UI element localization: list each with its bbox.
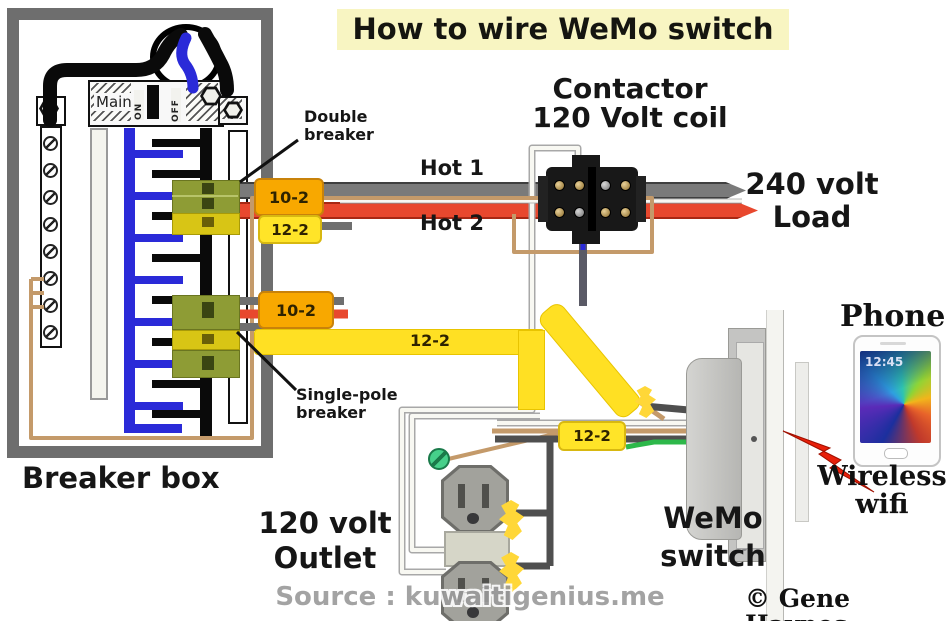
source-watermark: Source : kuwaitigenius.me <box>275 582 665 612</box>
contactor-label: Contactor 120 Volt coil <box>532 72 728 135</box>
bus-screw-icon <box>43 163 58 178</box>
contactor-ear <box>538 176 548 222</box>
blue-bus-finger <box>135 150 183 158</box>
black-bus-finger <box>152 410 202 418</box>
blue-bus-finger <box>135 360 183 368</box>
main-breaker-label: Main <box>94 93 134 111</box>
bus-screw-icon <box>43 325 58 340</box>
breaker-slot <box>202 183 214 194</box>
breaker-box-caption: Breaker box <box>22 461 220 495</box>
bolt-icon <box>200 86 222 106</box>
single-pole-breaker-label: Single-pole breaker <box>296 385 398 422</box>
panel-white-column-left <box>90 128 108 400</box>
hot2-label: Hot 2 <box>420 211 484 235</box>
tag-label: 12-2 <box>573 427 611 445</box>
tag-label: 10-2 <box>275 300 317 320</box>
breaker-slot <box>202 356 214 370</box>
contactor-ear <box>636 176 646 222</box>
contactor-screw-icon <box>574 207 585 218</box>
bus-screw-icon <box>43 136 58 151</box>
page-title: How to wire WeMo switch <box>337 9 789 50</box>
outlet-ground-hole <box>467 607 479 618</box>
neutral-bus-bar <box>40 126 62 348</box>
contactor-screw-icon <box>574 180 585 191</box>
breaker-slot <box>202 334 214 344</box>
blue-bus-finger <box>135 276 183 284</box>
tag-label: 12-2 <box>409 331 451 350</box>
wireless-wifi-label: Wireless wifi <box>817 461 947 521</box>
contactor-ridge <box>588 167 596 231</box>
cable-tag-10-2: 10-2 <box>258 291 334 329</box>
contactor-screw-icon <box>620 180 631 191</box>
phone-screen <box>860 351 931 443</box>
wemo-indicator-dot <box>751 436 757 442</box>
cable-tag-12-2: 12-2 <box>258 215 322 244</box>
contactor-screw-icon <box>620 207 631 218</box>
tag-label: 12-2 <box>271 220 309 239</box>
blue-bus-bar <box>124 128 135 433</box>
green-ground-wire <box>625 439 700 450</box>
blue-bus-finger <box>135 318 183 326</box>
double-breaker-label: Double breaker <box>304 107 374 144</box>
breaker-slot <box>202 198 214 209</box>
wemo-switch-body <box>686 358 742 540</box>
contactor-screw-icon <box>554 180 565 191</box>
outlet-slot <box>482 578 489 602</box>
outlet-slot <box>482 484 489 508</box>
main-toggle <box>147 85 159 119</box>
breaker-slot <box>202 302 214 318</box>
yellow-cable-horizontal <box>254 329 545 355</box>
bus-screw-icon <box>43 244 58 259</box>
contactor-screw-icon <box>600 180 611 191</box>
double-breaker-pointer-line <box>239 138 299 184</box>
cable-label-12-2: 12-2 <box>395 331 465 350</box>
contactor-screw-icon <box>600 207 611 218</box>
wall-strip <box>766 310 784 621</box>
black-bus-finger <box>152 254 202 262</box>
black-bus-finger <box>152 380 202 388</box>
black-bus-finger <box>152 170 202 178</box>
phone-speaker <box>880 342 906 345</box>
wemo-label: WeMo switch <box>660 501 766 573</box>
phone-label: Phone <box>840 299 946 334</box>
ground-screw-icon <box>428 448 450 470</box>
phone-home-button <box>884 448 908 459</box>
single-pole-pointer-line <box>235 330 298 392</box>
double-breaker-divider <box>172 195 238 197</box>
phone-clock: 12:45 <box>865 355 904 369</box>
feeder-blue-wire <box>176 32 199 94</box>
yellow-cable-vertical <box>518 330 545 410</box>
outlet-label: 120 volt Outlet <box>258 506 392 575</box>
copyright-label: © Gene Haynes <box>745 584 851 621</box>
contactor-tab-bottom <box>572 228 600 244</box>
feeder-black-wire <box>43 28 188 127</box>
outlet-ground-hole <box>467 513 479 524</box>
feeder-black-wire <box>198 27 234 97</box>
tan-wire <box>29 196 654 440</box>
bus-screw-icon <box>43 217 58 232</box>
black-bus-finger <box>152 139 202 147</box>
contactor-screw-icon <box>554 207 565 218</box>
bus-screw-icon <box>43 190 58 205</box>
wireless-bolt-icon <box>782 430 875 493</box>
breaker-slot <box>202 217 214 227</box>
blue-bus-finger <box>135 234 183 242</box>
blue-bus-finger <box>135 402 183 410</box>
neutral-white-wire <box>410 414 540 552</box>
hot1-label: Hot 1 <box>420 156 484 180</box>
outlet-slot <box>458 578 465 602</box>
bolt-icon <box>223 101 243 119</box>
tag-label: 10-2 <box>268 187 310 207</box>
neutral-white-wire <box>400 146 580 574</box>
outlet-slot <box>458 484 465 508</box>
blue-bus-foot <box>124 424 182 433</box>
blue-bus-finger <box>135 192 183 200</box>
cable-tag-12-2: 12-2 <box>558 421 626 451</box>
load-label: 240 volt Load <box>745 167 879 235</box>
